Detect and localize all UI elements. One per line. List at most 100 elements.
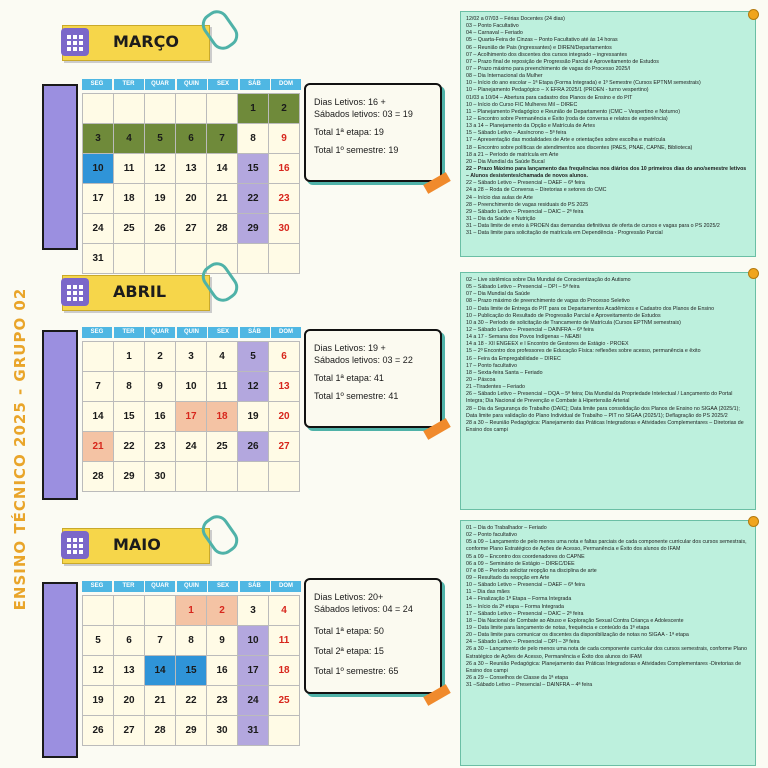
note-item: 31 – Data limite para solicitação de mat… [466, 230, 663, 237]
day-cell: 2 [269, 94, 300, 124]
day-cell: 14 [207, 154, 238, 184]
note-item: 05 – Sábado Letivo – Presencial – DPI – … [466, 284, 580, 291]
day-cell: 19 [238, 402, 269, 432]
day-cell: 31 [83, 244, 114, 274]
day-cell: 22 [114, 432, 145, 462]
day-cell: 13 [176, 154, 207, 184]
day-cell [114, 596, 145, 626]
note-item: 29 – Sábado Letivo – Presencial – DAIC –… [466, 208, 584, 215]
day-cell: 28 [207, 214, 238, 244]
day-cell: 27 [269, 432, 300, 462]
note-item: 14 a 17 - Semana dos Povos Indígenas – N… [466, 334, 581, 341]
day-cell [176, 462, 207, 492]
note-item: 26 a 30 – Lançamento de pelo menos uma n… [466, 646, 747, 660]
day-cell: 2 [207, 596, 238, 626]
weekday-label: TER [113, 79, 144, 90]
summary-line: Total 1ª etapa: 41 [314, 373, 384, 383]
day-cell: 27 [114, 716, 145, 746]
day-cell: 10 [238, 626, 269, 656]
note-item: 15 – 2º Encontro dos professores de Educ… [466, 348, 701, 355]
note-item: 05 a 09 – Encontro dos coordenadores do … [466, 553, 585, 560]
day-cell: 30 [145, 462, 176, 492]
note-item: 14 – Finalização 1ª Etapa – Forma Integr… [466, 596, 572, 603]
note-item: 31 – Dia da Saúde e Nutrição [466, 215, 536, 222]
note-item: 20 – Dia Mundial da Saúde Bucal [466, 158, 545, 165]
weekday-label: QUIN [176, 327, 207, 338]
summary-line: Sábados letivos: 04 = 24 [314, 604, 413, 614]
day-cell: 16 [145, 402, 176, 432]
day-cell: 15 [176, 656, 207, 686]
note-item: 20 – Data limite para comunicar os disce… [466, 632, 689, 639]
note-item: 06 – Reunião de Pais (ingressantes) e DI… [466, 44, 612, 51]
day-cell: 27 [176, 214, 207, 244]
summary-line: Dias Letivos: 19 + [314, 343, 386, 353]
day-cell [269, 716, 300, 746]
note-item: 08 – Prazo máximo de preenchimento de va… [466, 298, 630, 305]
decorative-bar [42, 84, 78, 250]
day-cell [238, 244, 269, 274]
month-title: ABRIL [113, 282, 167, 301]
day-cell: 8 [176, 626, 207, 656]
note-item: 11 – Planejamento Pedagógico e Reunião d… [466, 108, 680, 115]
day-cell: 2 [145, 342, 176, 372]
day-cell: 20 [176, 184, 207, 214]
month-header: ABRIL [61, 275, 210, 311]
day-cell: 29 [114, 462, 145, 492]
day-cell: 9 [207, 626, 238, 656]
day-cell: 19 [83, 686, 114, 716]
day-cell: 29 [238, 214, 269, 244]
weekday-label: SÁB [239, 79, 270, 90]
note-item: 22 – Sábado Letivo – Presencial – DAEF –… [466, 180, 585, 187]
note-item: 14 a 18 - XII ENGEEX e I Encontro de Ges… [466, 341, 629, 348]
calendar-icon [61, 28, 89, 56]
summary-box: Dias Letivos: 19 + Sábados letivos: 03 = … [304, 329, 442, 428]
day-cell: 21 [145, 686, 176, 716]
weekday-label: SEG [82, 79, 112, 90]
note-item: 10 – Sábado Letivo – Presencial – DAEF –… [466, 582, 585, 589]
day-cell: 3 [83, 124, 114, 154]
summary-line: Total 1ª etapa: 50 [314, 626, 384, 636]
summary-line: Total 1º semestre: 41 [314, 391, 399, 401]
day-cell [176, 244, 207, 274]
note-item: 13 a 14 – Planejamento da Opção e Matríc… [466, 123, 595, 130]
weekday-label: QUAR [145, 327, 175, 338]
day-cell: 17 [83, 184, 114, 214]
pushpin-icon [748, 516, 759, 527]
summary-line: Total 2ª etapa: 15 [314, 646, 384, 656]
summary-line: Total 1º semestre: 19 [314, 145, 399, 155]
note-item: 18 – Encontro sobre políticas de atendim… [466, 144, 693, 151]
day-cell: 1 [114, 342, 145, 372]
note-item: 11 – Dia das mães [466, 589, 510, 596]
day-cell: 22 [238, 184, 269, 214]
note-item: 09 – Resultado da reopção em Arte [466, 574, 550, 581]
note-item: 16 – Feira da Empregabilidade – DIREC [466, 355, 561, 362]
note-item: 07 – Dia Mundial da Saúde [466, 291, 530, 298]
summary-box: Dias Letivos: 16 +Sábados letivos: 03 = … [304, 83, 442, 182]
summary-line: Total 1º semestre: 65 [314, 666, 399, 676]
summary-line: Dias Letivos: 20+ [314, 592, 384, 602]
day-cell [145, 596, 176, 626]
note-item: 18 – Dia Nacional de Combate ao Abuso e … [466, 617, 684, 624]
day-cell [207, 94, 238, 124]
day-cell: 20 [269, 402, 300, 432]
day-cell: 7 [145, 626, 176, 656]
day-cell: 23 [145, 432, 176, 462]
note-item: 24 a 28 – Roda de Conversa – Diretorias … [466, 187, 607, 194]
day-cell: 8 [114, 372, 145, 402]
weekday-label: SÁB [239, 327, 270, 338]
month-title: MARÇO [113, 32, 179, 51]
summary-line: Sábados letivos: 03 = 22 [314, 355, 413, 365]
day-cell: 26 [238, 432, 269, 462]
day-cell [145, 244, 176, 274]
day-cell: 12 [83, 656, 114, 686]
day-cell: 10 [176, 372, 207, 402]
weekday-label: QUIN [176, 581, 207, 592]
day-cell: 24 [176, 432, 207, 462]
note-item: 03 – Ponto Facultativo [466, 23, 519, 30]
day-cell: 20 [114, 686, 145, 716]
month-title: MAIO [113, 535, 161, 554]
day-cell: 16 [207, 656, 238, 686]
day-cell: 18 [114, 184, 145, 214]
day-cell [238, 462, 269, 492]
